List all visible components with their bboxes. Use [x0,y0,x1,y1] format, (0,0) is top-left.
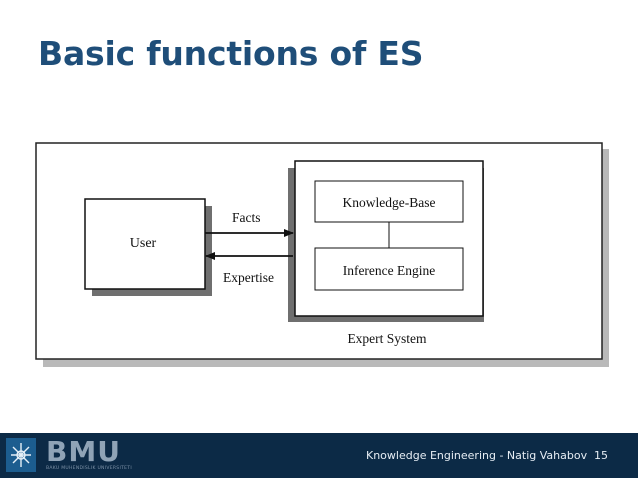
expertise-label: Expertise [223,270,274,285]
university-emblem-icon [6,438,36,472]
facts-label: Facts [232,210,261,225]
expert-system-label: Expert System [347,331,427,346]
footer-bar: BMU BAKU MUHENDISLIK UNIVERSITETI Knowle… [0,433,638,478]
user-label: User [130,236,157,251]
knowledge-base-box [314,180,464,223]
page-number: 15 [594,449,608,462]
slide-title: Basic functions of ES [38,34,424,73]
university-logo-text: BMU [46,435,121,468]
university-logo-subtext: BAKU MUHENDISLIK UNIVERSITETI [46,466,132,471]
inference-engine-label: Inference Engine [343,263,436,278]
inference-engine-box [314,247,464,291]
knowledge-base-label: Knowledge-Base [343,195,436,210]
user-box [84,198,206,290]
footer-caption: Knowledge Engineering - Natig Vahabov [366,449,588,462]
